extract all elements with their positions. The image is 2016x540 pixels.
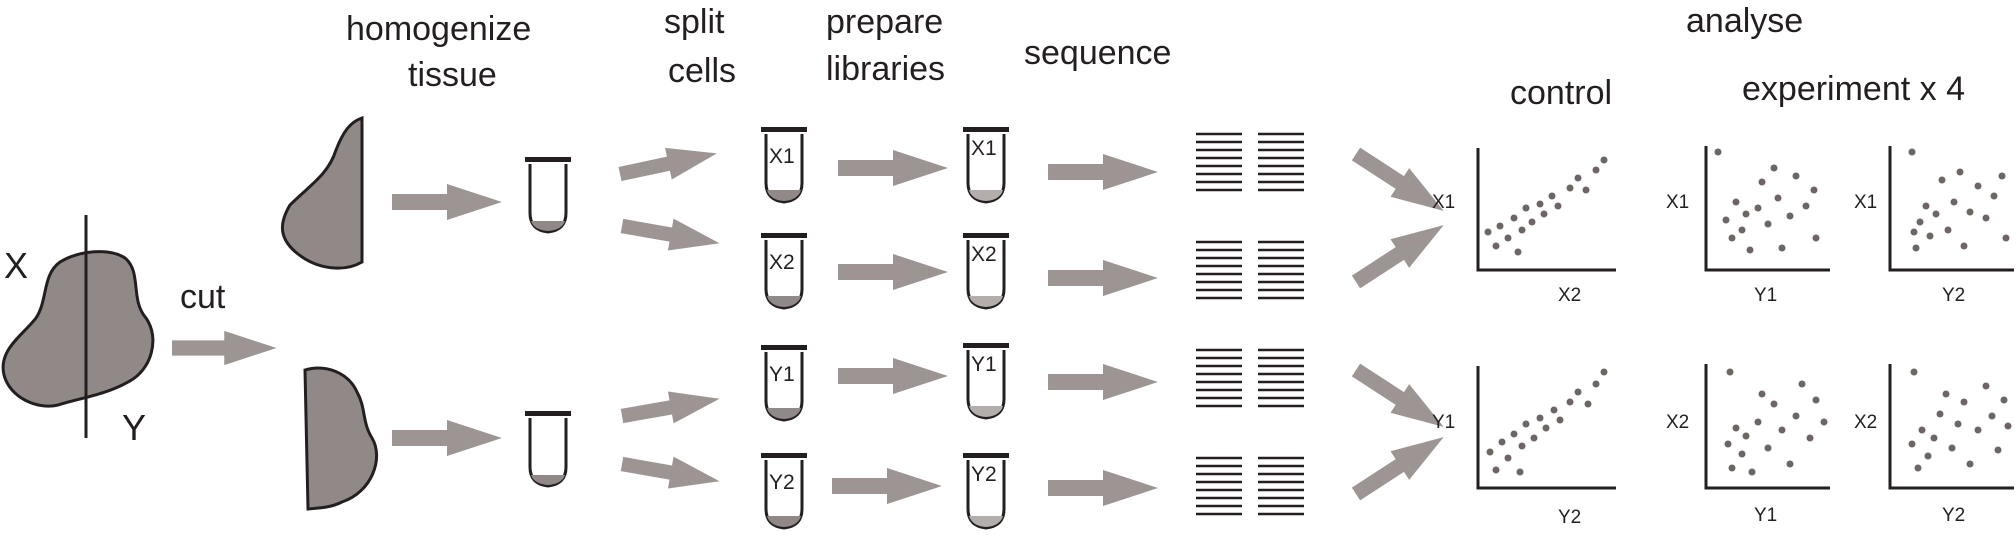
- cut-label: cut: [180, 278, 226, 316]
- library-tube-y1: Y1: [961, 341, 1011, 420]
- library-tube-y2-label: Y2: [971, 463, 997, 486]
- prepare-arrow-4: [832, 468, 942, 504]
- library-tube-x2: X2: [961, 231, 1011, 310]
- tissue-half-y: [303, 366, 378, 511]
- library-tube-x2-label: X2: [971, 243, 997, 266]
- step-homogenize-line2: tissue: [408, 56, 497, 94]
- tissue-label-y: Y: [122, 407, 146, 448]
- library-tube-x1-label: X1: [971, 137, 997, 160]
- plot-exp2-top-xlabel: Y2: [1942, 285, 1965, 306]
- plot-exp1-bottom: X2 Y1: [1666, 364, 1830, 526]
- step-sequence: sequence: [1024, 34, 1171, 72]
- plot-exp2-top-ylabel: X1: [1854, 192, 1877, 213]
- plot-exp1-top-points: [1714, 148, 1820, 254]
- step-homogenize-line1: homogenize: [346, 10, 531, 48]
- library-tube-x1: X1: [961, 125, 1011, 204]
- split-tube-y2-label: Y2: [769, 471, 795, 494]
- tissue-blob: [1, 215, 155, 438]
- plot-exp2-bottom-xlabel: Y2: [1942, 505, 1965, 526]
- plot-exp1-bottom-ylabel: X2: [1666, 412, 1689, 433]
- plot-control-top-ylabel: X1: [1432, 192, 1455, 213]
- split-tube-y1: Y1: [759, 343, 809, 422]
- sequence-arrow-2: [1048, 260, 1158, 296]
- plot-exp1-top-xlabel: Y1: [1754, 285, 1777, 306]
- panel-control-label: control: [1510, 74, 1612, 112]
- step-prepare-line1: prepare: [826, 3, 943, 41]
- sequence-arrow-1: [1048, 154, 1158, 190]
- split-arrow-4: [619, 448, 723, 498]
- split-tube-y2: Y2: [759, 451, 809, 530]
- reads-y2: [1194, 456, 1306, 516]
- sequence-arrow-3: [1048, 364, 1158, 400]
- plot-exp2-top-points: [1908, 148, 2010, 252]
- plot-exp2-bottom: X2 Y2: [1854, 364, 2014, 526]
- panel-experiment-label: experiment x 4: [1742, 70, 1965, 108]
- split-tube-x1-label: X1: [769, 145, 795, 168]
- homogenized-tube-top: [523, 155, 573, 234]
- plot-exp2-bottom-ylabel: X2: [1854, 412, 1877, 433]
- plot-exp2-bottom-points: [1908, 368, 2012, 472]
- plot-control-bottom-xlabel: Y2: [1558, 507, 1581, 528]
- split-tube-x2: X2: [759, 231, 809, 310]
- analyse-arrow-4: [1346, 422, 1453, 509]
- step-split-line1: split: [664, 3, 725, 41]
- reads-y1: [1194, 348, 1306, 408]
- plot-control-bottom-ylabel: Y1: [1432, 412, 1455, 433]
- homogenize-arrow-top: [392, 184, 502, 220]
- homogenized-tube-bottom: [523, 409, 573, 488]
- cut-arrow: [172, 330, 277, 366]
- homogenize-arrow-bottom: [392, 420, 502, 456]
- split-tube-y1-label: Y1: [769, 363, 795, 386]
- split-tube-x1: X1: [759, 125, 809, 204]
- library-tube-y2: Y2: [961, 451, 1011, 530]
- plot-control-top: X1 X2: [1432, 148, 1616, 306]
- plot-control-bottom-points: [1486, 368, 1608, 476]
- prepare-arrow-2: [838, 254, 948, 290]
- reads-x2: [1194, 240, 1306, 300]
- reads-x1: [1194, 132, 1306, 192]
- plot-exp1-top: X1 Y1: [1666, 146, 1830, 306]
- split-arrow-3: [619, 382, 723, 432]
- library-tube-y1-label: Y1: [971, 353, 997, 376]
- tissue-half-x: [281, 115, 364, 270]
- plot-control-bottom: Y1 Y2: [1432, 366, 1616, 528]
- split-tube-x2-label: X2: [769, 251, 795, 274]
- split-arrow-2: [619, 210, 723, 260]
- plot-exp2-top: X1 Y2: [1854, 146, 2014, 306]
- tissue-label-x: X: [4, 245, 28, 286]
- plot-exp1-top-ylabel: X1: [1666, 192, 1689, 213]
- plot-exp1-bottom-points: [1724, 368, 1828, 476]
- step-prepare-line2: libraries: [826, 50, 945, 88]
- prepare-arrow-3: [838, 358, 948, 394]
- plot-exp1-bottom-xlabel: Y1: [1754, 505, 1777, 526]
- plot-control-top-points: [1484, 156, 1608, 256]
- prepare-arrow-1: [838, 150, 948, 186]
- analyse-arrow-2: [1346, 210, 1453, 297]
- split-arrow-1: [616, 137, 721, 190]
- sequence-arrow-4: [1048, 470, 1158, 506]
- step-analyse: analyse: [1686, 2, 1803, 40]
- step-split-line2: cells: [668, 52, 736, 90]
- plot-control-top-xlabel: X2: [1558, 285, 1581, 306]
